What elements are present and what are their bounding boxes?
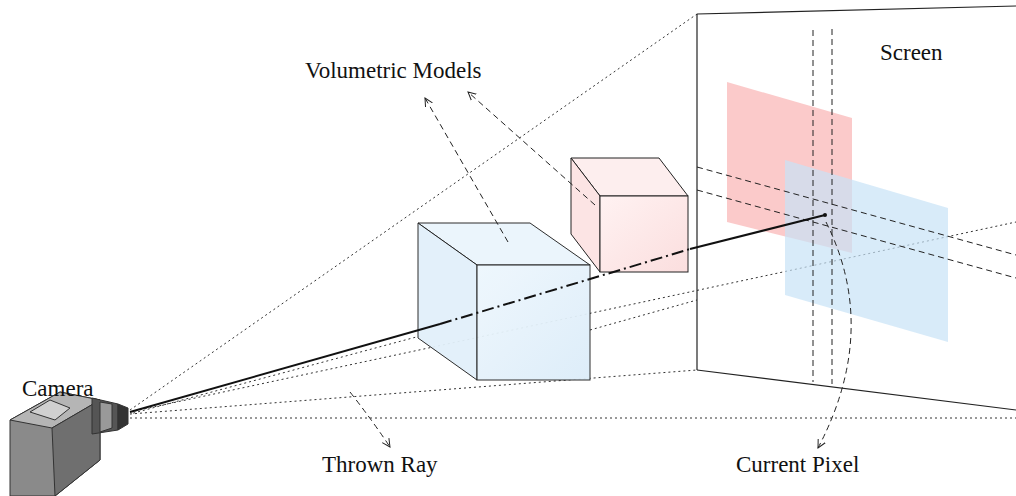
blue-cube bbox=[418, 223, 590, 380]
label-volumetric-models: Volumetric Models bbox=[305, 58, 482, 83]
ray-inside bbox=[440, 249, 690, 324]
label-thrown-ray: Thrown Ray bbox=[322, 452, 438, 477]
blue-projection bbox=[785, 160, 948, 342]
camera-icon bbox=[10, 392, 128, 496]
label-screen: Screen bbox=[880, 40, 943, 65]
leader-lines bbox=[350, 92, 851, 448]
frustum-lines bbox=[130, 14, 1016, 418]
label-current-pixel: Current Pixel bbox=[736, 452, 859, 477]
pink-cube bbox=[571, 158, 688, 272]
ray-start bbox=[130, 324, 440, 412]
label-camera: Camera bbox=[22, 376, 94, 401]
pixel-dot bbox=[823, 213, 827, 217]
screen-plane bbox=[697, 6, 1016, 410]
pixel-guides bbox=[697, 29, 1016, 384]
ray-end bbox=[690, 215, 825, 249]
